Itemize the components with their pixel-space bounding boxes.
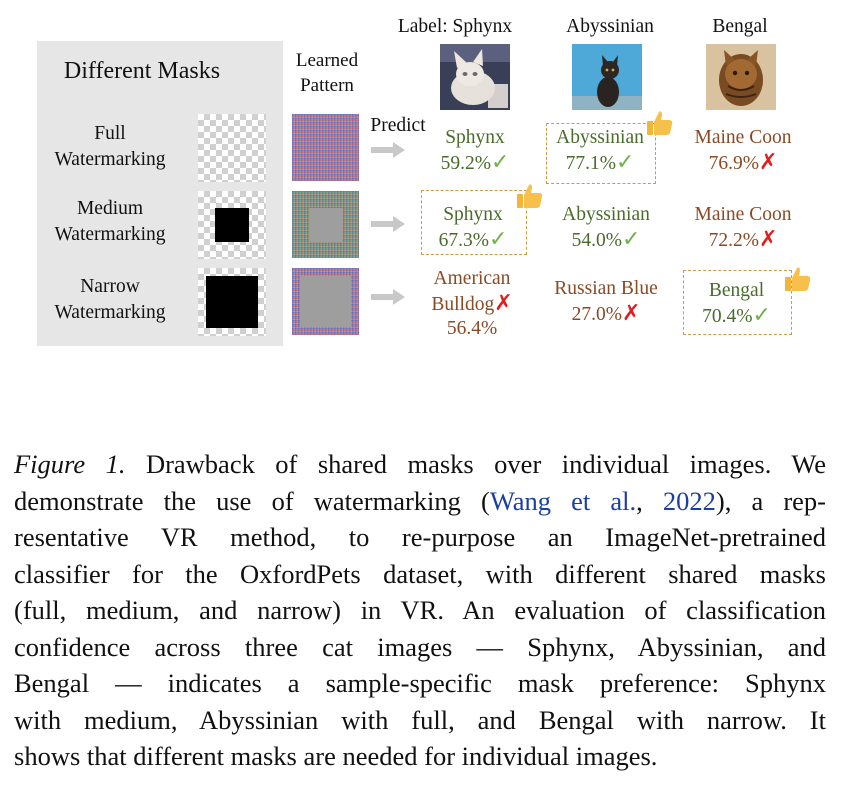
cross-icon: ✗ — [494, 290, 513, 315]
prediction-confidence: 72.2% — [708, 230, 759, 251]
panel-title: Different Masks — [63, 58, 221, 84]
arrow-right-icon — [371, 289, 405, 305]
mask-narrow-image — [198, 268, 266, 336]
mask-label-line: Watermarking — [54, 224, 166, 245]
figure-caption: Figure 1. Drawback of shared masks over … — [14, 446, 826, 775]
prediction-confidence: 27.0% — [571, 304, 622, 325]
prediction-narrow-bengal: Bengal 70.4%✓ — [683, 279, 790, 329]
arrow-right-icon — [371, 216, 405, 232]
highlight-box-abyssinian-full — [546, 123, 656, 184]
column-header-sphynx: Label: Sphynx — [397, 16, 513, 37]
caption-line: (full, medium, and narrow) in VR. An eva… — [14, 595, 826, 625]
check-icon: ✓ — [488, 226, 508, 251]
column-header-bengal: Bengal — [712, 16, 768, 37]
prediction-full-bengal: Maine Coon 76.9%✗ — [680, 126, 806, 176]
prediction-class: Bengal — [708, 280, 765, 301]
learned-pattern-medium — [292, 191, 359, 258]
caption-line: demonstrate the use of watermarking (Wan… — [14, 483, 826, 520]
learned-pattern-narrow — [292, 268, 359, 335]
caption-line: shows that different masks are needed fo… — [14, 741, 658, 771]
thumbs-up-icon — [647, 111, 673, 135]
caption-line: confidence across three cat images — Sph… — [14, 631, 826, 662]
highlight-box-sphynx-medium — [421, 190, 527, 255]
caption-text: ), a rep- — [715, 485, 827, 516]
prediction-confidence: 56.4% — [446, 318, 498, 339]
prediction-class: American — [433, 268, 511, 289]
mask-medium-image — [198, 191, 266, 259]
arrow-right-icon — [371, 142, 405, 158]
caption-text: demonstrate the use of watermarking ( — [14, 485, 490, 516]
predict-label: Predict — [370, 115, 426, 136]
cross-icon: ✗ — [758, 149, 778, 174]
check-icon: ✓ — [490, 149, 510, 174]
prediction-class: Sphynx — [443, 204, 503, 225]
prediction-confidence: 76.9% — [708, 153, 759, 174]
prediction-class: Russian Blue — [554, 278, 658, 299]
pattern-center-narrow — [300, 276, 351, 327]
prediction-confidence: 67.3% — [438, 230, 489, 251]
cross-icon: ✗ — [621, 300, 641, 325]
abyssinian-cat-photo — [572, 44, 642, 110]
learned-pattern-full — [292, 114, 359, 181]
prediction-confidence: 70.4% — [702, 306, 753, 327]
mask-label-line: Full — [94, 123, 126, 144]
prediction-medium-sphynx: Sphynx 67.3%✓ — [421, 203, 525, 253]
mask-label-line: Medium — [76, 198, 144, 219]
caption-text: , — [636, 485, 663, 516]
citation-year-link[interactable]: 2022 — [662, 485, 716, 516]
prediction-class: Abyssinian — [556, 127, 644, 148]
thumbs-up-icon — [785, 267, 811, 291]
sphynx-cat-photo — [440, 44, 510, 110]
caption-line: classifier for the OxfordPets dataset, w… — [14, 558, 826, 589]
prediction-medium-abyssinian: Abyssinian 54.0%✓ — [546, 203, 666, 253]
thumbs-up-icon — [517, 184, 543, 208]
figure-label: Figure 1. — [14, 449, 126, 479]
mask-label-line: Narrow — [80, 276, 140, 297]
prediction-confidence: 59.2% — [440, 153, 491, 174]
learned-pattern-header: Learned Pattern — [284, 48, 370, 98]
prediction-class: Abyssinian — [562, 204, 650, 225]
prediction-class: Sphynx — [445, 127, 505, 148]
mask-label-full: Full Watermarking — [40, 121, 180, 173]
mask-full-image — [198, 114, 266, 182]
pattern-center-medium — [309, 208, 343, 242]
mask-label-narrow: Narrow Watermarking — [40, 274, 180, 326]
highlight-box-bengal-narrow — [683, 270, 792, 335]
caption-line: Bengal — indicates a sample-specific mas… — [14, 668, 826, 698]
prediction-class: Maine Coon — [694, 204, 792, 225]
column-header-abyssinian: Abyssinian — [566, 16, 654, 37]
learned-pattern-line: Learned — [295, 50, 359, 71]
caption-text: Drawback of shared masks over individual… — [125, 449, 826, 479]
prediction-narrow-sphynx: American Bulldog✗ 56.4% — [412, 267, 532, 341]
check-icon: ✓ — [752, 302, 771, 327]
caption-line: Figure 1. Drawback of shared masks over … — [14, 446, 826, 483]
mask-narrow-hole — [206, 276, 258, 328]
check-icon: ✓ — [621, 226, 641, 251]
mask-label-line: Watermarking — [54, 149, 166, 170]
mask-label-line: Watermarking — [54, 302, 166, 323]
caption-line: resentative VR method, to re-purpose an … — [14, 522, 826, 552]
check-icon: ✓ — [615, 149, 635, 174]
prediction-medium-bengal: Maine Coon 72.2%✗ — [680, 203, 806, 253]
mask-label-medium: Medium Watermarking — [40, 196, 180, 248]
citation-link[interactable]: Wang et al. — [489, 485, 637, 516]
learned-pattern-line: Pattern — [300, 75, 354, 96]
prediction-full-abyssinian: Abyssinian 77.1%✓ — [546, 126, 654, 176]
caption-line: with medium, Abyssinian with full, and B… — [14, 704, 826, 735]
mask-medium-hole — [215, 208, 249, 242]
prediction-confidence: 54.0% — [571, 230, 622, 251]
prediction-narrow-abyssinian: Russian Blue 27.0%✗ — [540, 277, 672, 327]
cross-icon: ✗ — [758, 226, 778, 251]
prediction-full-sphynx: Sphynx 59.2%✓ — [415, 126, 535, 176]
prediction-confidence: 77.1% — [565, 153, 616, 174]
prediction-class: Bulldog — [431, 294, 495, 315]
prediction-class: Maine Coon — [694, 127, 792, 148]
bengal-cat-photo — [706, 44, 776, 110]
